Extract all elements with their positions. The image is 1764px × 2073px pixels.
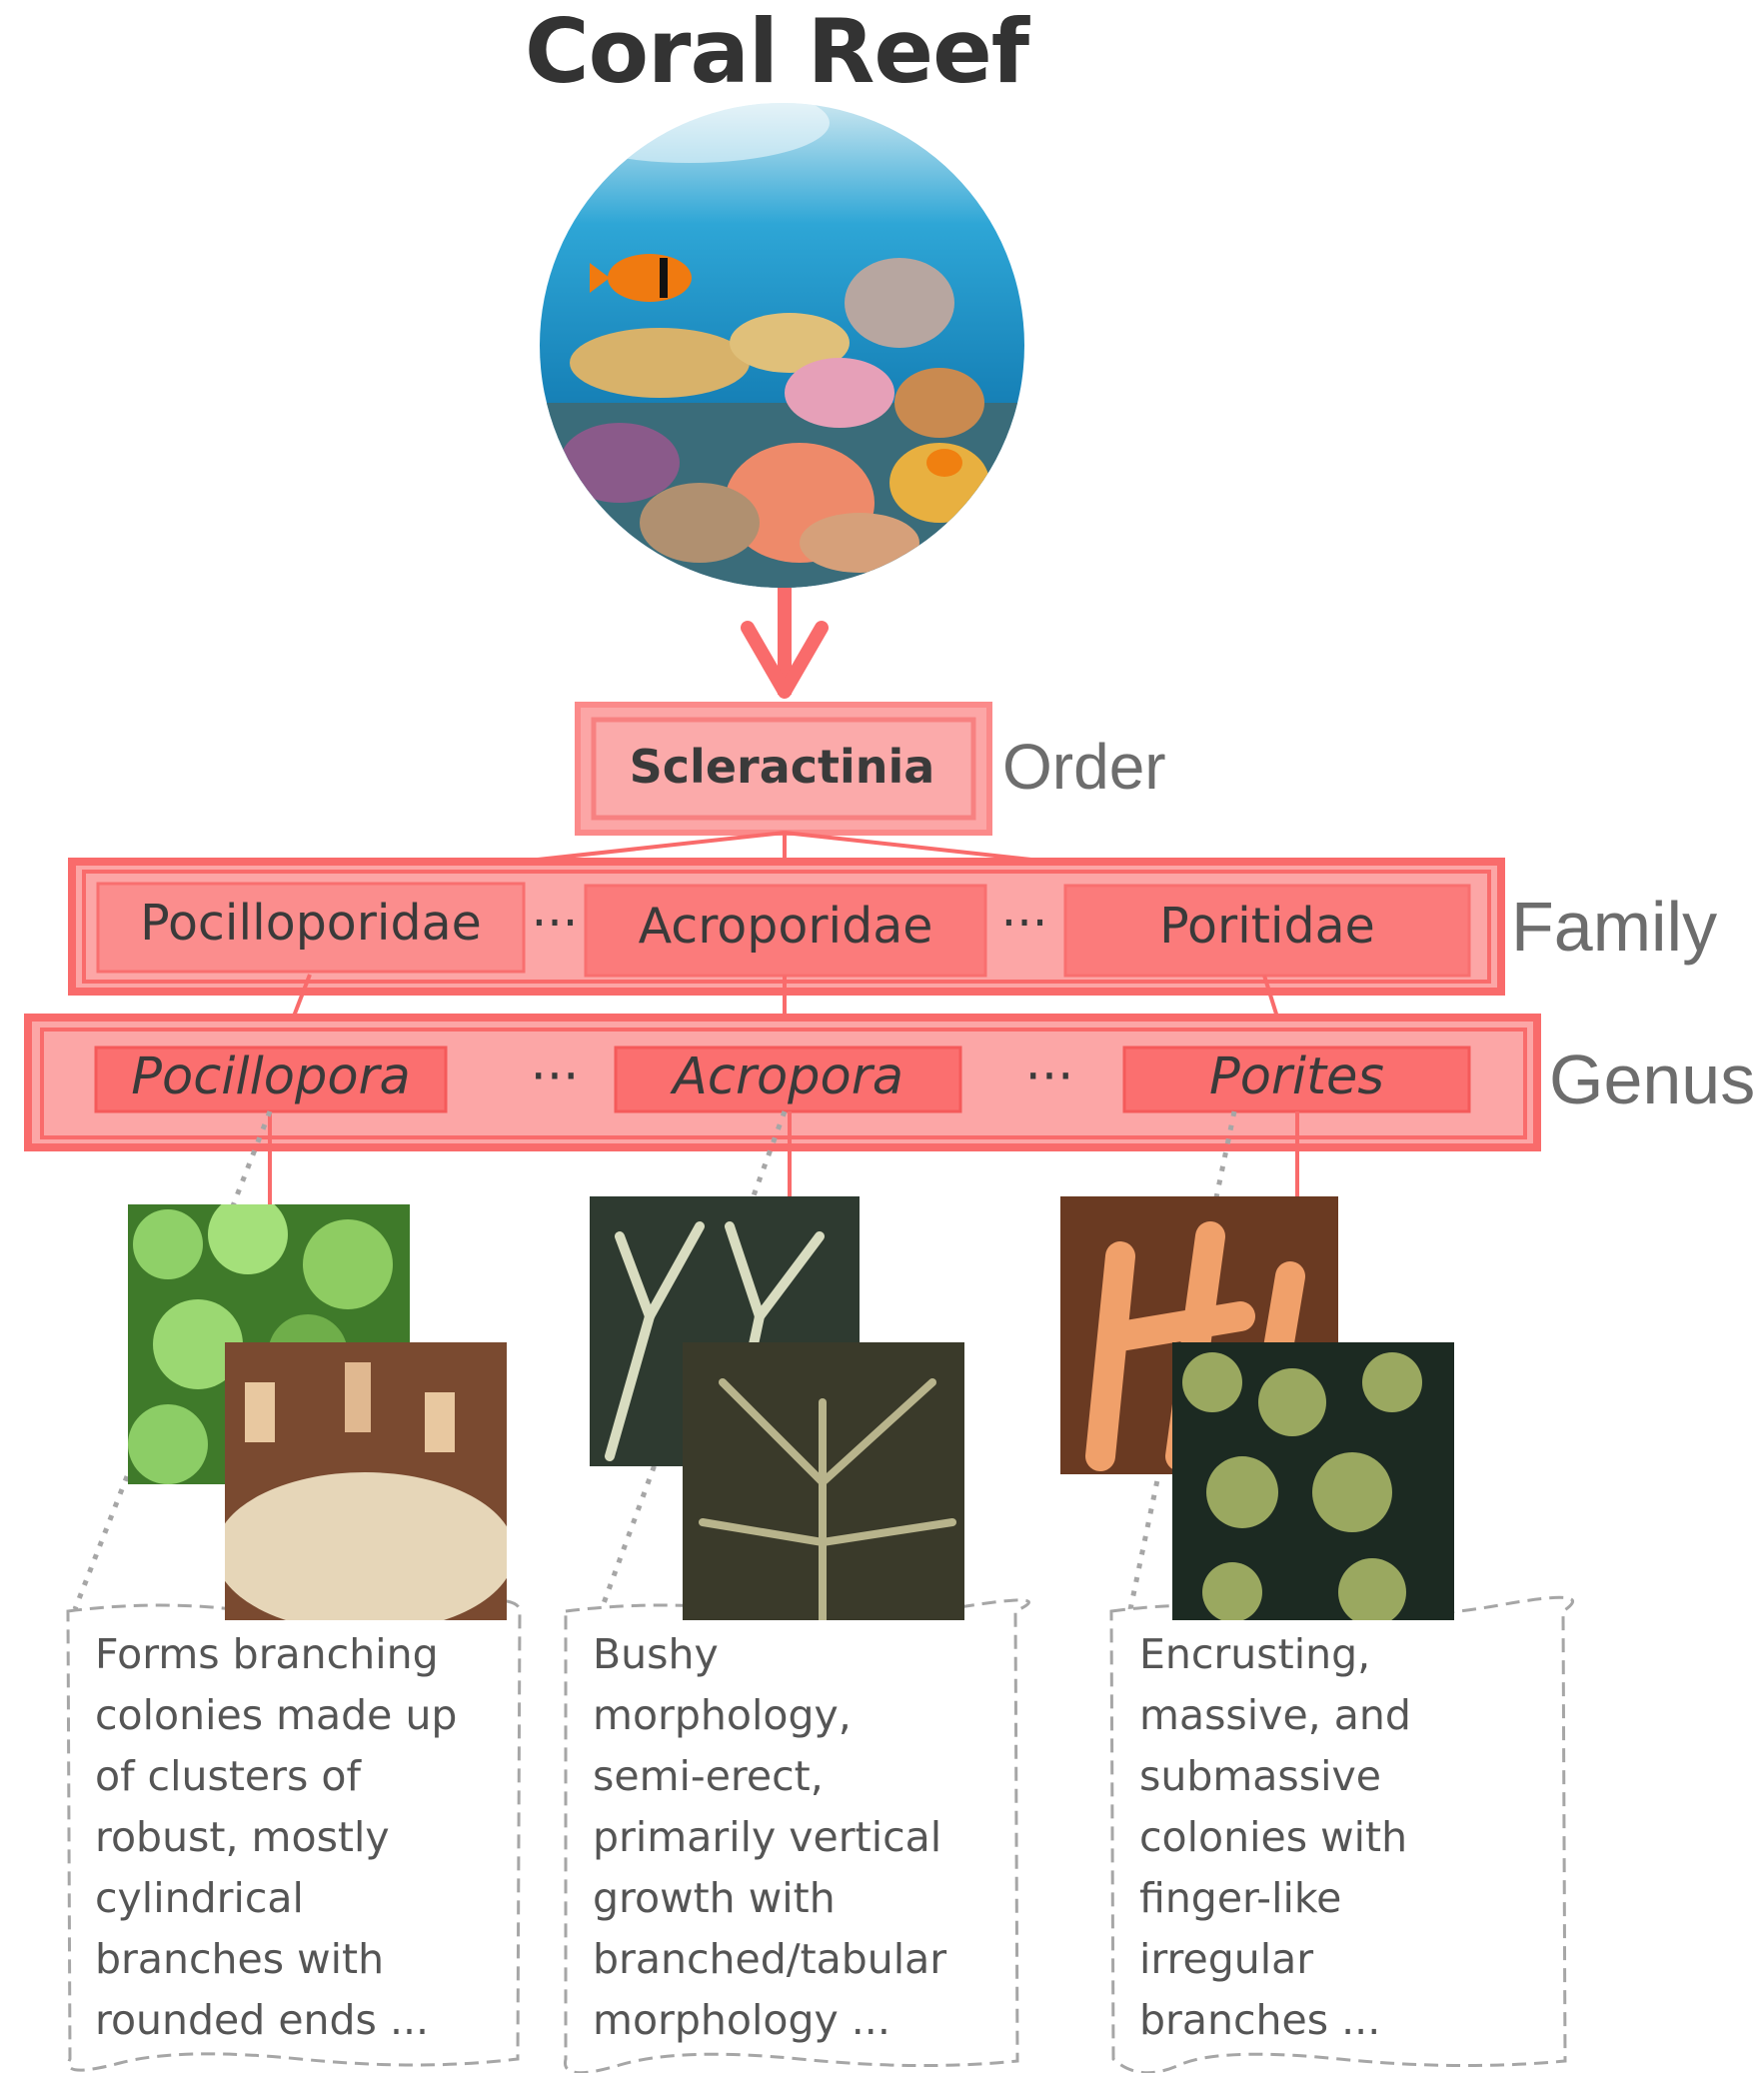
family-box-pocilloporidae — [96, 882, 526, 974]
genus-ellipsis: ··· — [530, 1047, 580, 1106]
description-porites: Encrusting, massive, and submassive colo… — [1139, 1624, 1411, 2051]
description-line: morphology ... — [593, 1996, 890, 2044]
diagram-title: Coral Reef — [525, 0, 1029, 103]
description-pocillopora: Forms branching colonies made up of clus… — [95, 1624, 457, 2051]
description-line: branches ... — [1139, 1996, 1381, 2044]
description-line: robust, mostly — [95, 1813, 390, 1861]
order-level-label: Order — [1002, 731, 1166, 803]
genus-name-acropora: Acropora — [673, 1047, 903, 1106]
genus-name-pocillopora: Pocillopora — [131, 1047, 411, 1106]
family-box-acroporidae — [584, 884, 987, 978]
genus-box-pocillopora — [94, 1045, 448, 1113]
family-level-label: Family — [1511, 888, 1718, 966]
order-name: Scleractinia — [629, 740, 935, 794]
family-name-pocilloporidae: Pocilloporidae — [140, 895, 482, 952]
description-line: semi-erect, — [593, 1752, 824, 1800]
description-line: growth with — [593, 1874, 836, 1922]
family-ellipsis: ··· — [531, 895, 579, 952]
description-line: rounded ends ... — [95, 1996, 430, 2044]
description-line: Encrusting, — [1139, 1630, 1371, 1678]
description-line: colonies with — [1139, 1813, 1408, 1861]
family-name-poritidae: Poritidae — [1159, 898, 1375, 955]
description-line: branched/tabular — [593, 1935, 947, 1983]
genus-ellipsis: ··· — [1024, 1047, 1074, 1106]
description-line: massive, and — [1139, 1691, 1411, 1739]
genus-level-label: Genus — [1549, 1040, 1756, 1118]
acropora-photo-2 — [683, 1342, 964, 1620]
description-line: Bushy — [593, 1630, 719, 1678]
description-line: morphology, — [593, 1691, 852, 1739]
pocillopora-photo-2 — [225, 1342, 507, 1620]
description-line: of clusters of — [95, 1752, 361, 1800]
genus-name-porites: Porites — [1208, 1047, 1385, 1106]
coral-reef-photo — [540, 103, 1024, 588]
description-line: branches with — [95, 1935, 385, 1983]
description-line: finger-like — [1139, 1874, 1342, 1922]
description-box-acropora — [563, 1598, 1030, 2073]
description-line: colonies made up — [95, 1691, 458, 1739]
family-box-poritidae — [1063, 884, 1471, 978]
description-line: submassive — [1139, 1752, 1382, 1800]
description-acropora: Bushy morphology, semi-erect, primarily … — [593, 1624, 946, 2051]
family-name-acroporidae: Acroporidae — [638, 898, 933, 955]
family-ellipsis: ··· — [1000, 895, 1048, 952]
description-line: irregular — [1139, 1935, 1314, 1983]
arrow-head — [741, 621, 829, 699]
description-line: Forms branching — [95, 1630, 439, 1678]
description-line: cylindrical — [95, 1874, 304, 1922]
description-line: primarily vertical — [593, 1813, 942, 1861]
porites-photo-2 — [1172, 1342, 1454, 1620]
